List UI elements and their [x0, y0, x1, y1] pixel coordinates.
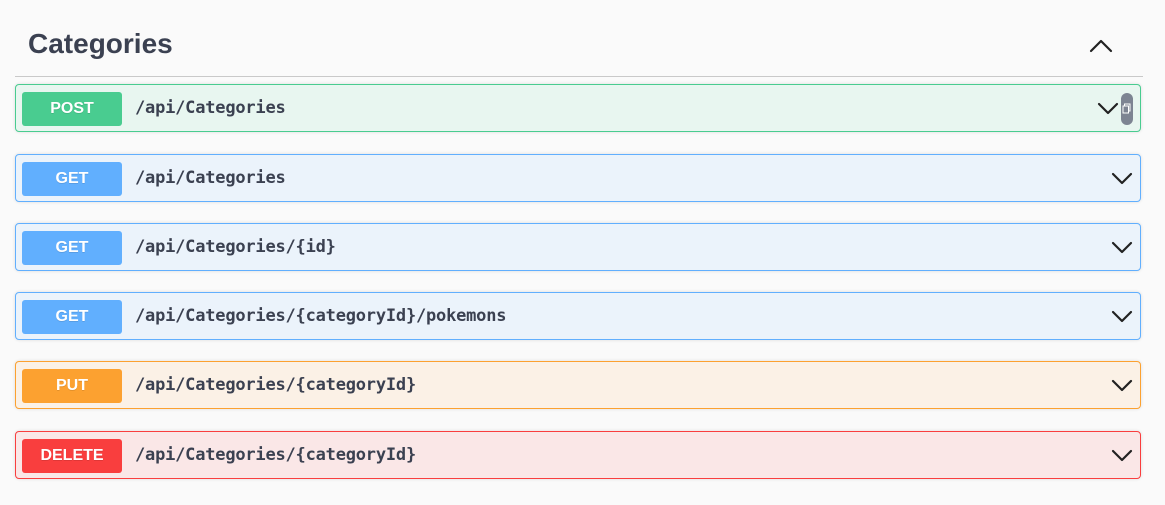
method-badge: DELETE: [22, 439, 122, 473]
method-badge: PUT: [22, 369, 122, 403]
chevron-down-icon[interactable]: [1096, 98, 1120, 120]
chevron-up-icon[interactable]: [1087, 33, 1115, 57]
chevron-down-icon[interactable]: [1110, 445, 1134, 467]
method-badge: GET: [22, 231, 122, 265]
operation-post-categories[interactable]: POST /api/Categories: [15, 84, 1141, 132]
chevron-down-icon[interactable]: [1110, 375, 1134, 397]
section-header[interactable]: Categories: [15, 0, 1143, 77]
section-title: Categories: [28, 28, 173, 59]
method-badge: POST: [22, 92, 122, 126]
chevron-down-icon[interactable]: [1110, 237, 1134, 259]
operation-get-categories[interactable]: GET /api/Categories: [15, 154, 1141, 202]
operation-path: /api/Categories/{categoryId}: [135, 445, 416, 465]
operation-path: /api/Categories/{categoryId}/pokemons: [135, 306, 507, 326]
chevron-down-icon[interactable]: [1110, 306, 1134, 328]
operation-path: /api/Categories: [135, 168, 286, 188]
operation-get-category-pokemons[interactable]: GET /api/Categories/{categoryId}/pokemon…: [15, 292, 1141, 340]
categories-section: Categories: [15, 0, 1143, 77]
operation-delete-category[interactable]: DELETE /api/Categories/{categoryId}: [15, 431, 1141, 479]
operation-path: /api/Categories/{id}: [135, 237, 336, 257]
operation-put-category[interactable]: PUT /api/Categories/{categoryId}: [15, 361, 1141, 409]
operation-path: /api/Categories: [135, 98, 286, 118]
copy-icon[interactable]: [1121, 93, 1133, 125]
operation-path: /api/Categories/{categoryId}: [135, 375, 416, 395]
method-badge: GET: [22, 162, 122, 196]
method-badge: GET: [22, 300, 122, 334]
operation-get-category-by-id[interactable]: GET /api/Categories/{id}: [15, 223, 1141, 271]
chevron-down-icon[interactable]: [1110, 168, 1134, 190]
